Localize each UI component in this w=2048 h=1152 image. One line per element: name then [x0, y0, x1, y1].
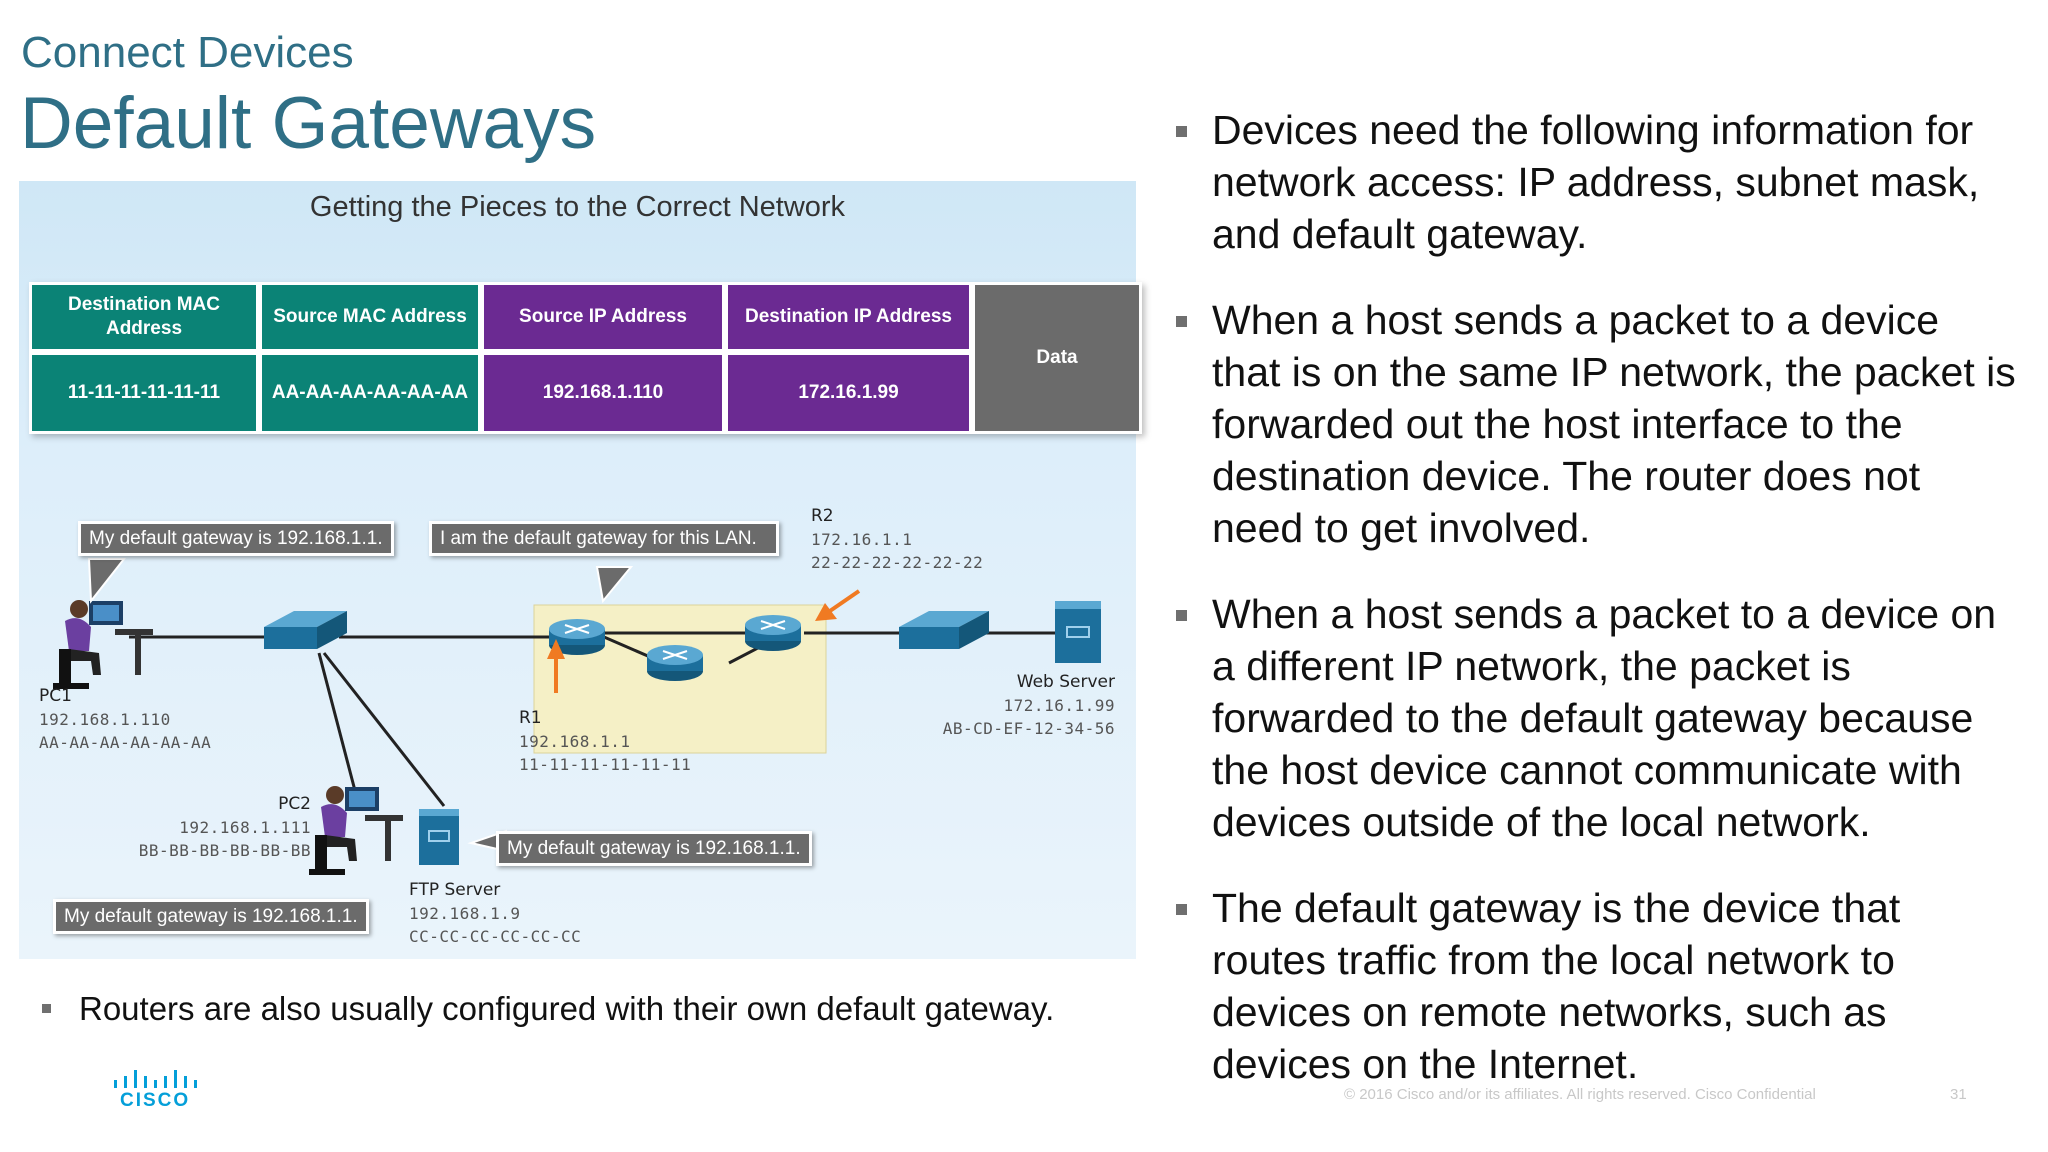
bullet-square-icon: [1176, 126, 1187, 137]
header-src-mac: Source MAC Address: [259, 282, 481, 352]
switch-icon: [264, 611, 347, 649]
value-src-ip: 192.168.1.110: [481, 352, 725, 434]
r1-ip: 192.168.1.1: [519, 732, 631, 751]
ftp-server-mac: CC-CC-CC-CC-CC-CC: [409, 927, 582, 946]
pc-user-icon: [309, 786, 403, 875]
cisco-wordmark: CISCO: [120, 1090, 191, 1111]
callout-pc2-gateway: My default gateway is 192.168.1.1.: [53, 899, 369, 934]
web-server-mac: AB-CD-EF-12-34-56: [942, 719, 1115, 738]
ftp-server-ip: 192.168.1.9: [409, 904, 521, 923]
bullet-text: The default gateway is the device that r…: [1212, 885, 1901, 1087]
callout-ftp-gateway: My default gateway is 192.168.1.1.: [496, 831, 812, 866]
r2-ip: 172.16.1.1: [811, 530, 913, 549]
pc1-ip: 192.168.1.110: [39, 710, 171, 729]
router-icon: [745, 615, 801, 651]
r1-name: R1: [519, 708, 542, 728]
cisco-logo: CISCO: [112, 1068, 202, 1111]
pc2-ip: 192.168.1.111: [179, 818, 311, 837]
pc2-mac: BB-BB-BB-BB-BB-BB: [138, 841, 311, 860]
page-number: 31: [1950, 1086, 1967, 1103]
web-server-ip: 172.16.1.99: [1003, 696, 1115, 715]
topology-drawing: [53, 558, 1101, 875]
callout-r1-gateway: I am the default gateway for this LAN.: [429, 521, 779, 556]
value-src-mac: AA-AA-AA-AA-AA-AA: [259, 352, 481, 434]
value-dest-mac: 11-11-11-11-11-11: [29, 352, 259, 434]
r1-label: R1 192.168.1.1 11-11-11-11-11-11: [519, 707, 691, 776]
bullet-square-icon: [1176, 316, 1187, 327]
frame-table: Destination MAC Address Source MAC Addre…: [29, 282, 1142, 434]
header-src-ip: Source IP Address: [481, 282, 725, 352]
figure-title: Getting the Pieces to the Correct Networ…: [309, 191, 846, 223]
callout-pc1-gateway: My default gateway is 192.168.1.1.: [78, 521, 394, 556]
bullet-item: When a host sends a packet to a device o…: [1176, 588, 2016, 848]
bullet-text: When a host sends a packet to a device t…: [1212, 297, 2016, 551]
pc-user-icon: [53, 600, 153, 689]
pc2-label: PC2 192.168.1.111 BB-BB-BB-BB-BB-BB: [99, 793, 311, 862]
r1-mac: 11-11-11-11-11-11: [519, 755, 692, 774]
page-title: Default Gateways: [20, 83, 597, 164]
r2-name: R2: [811, 506, 834, 526]
section-title: Connect Devices: [21, 28, 354, 77]
arrow-icon: [547, 589, 861, 693]
pc2-name: PC2: [278, 794, 311, 814]
bullet-square-icon: [42, 1003, 51, 1013]
ftp-server-label: FTP Server 192.168.1.9 CC-CC-CC-CC-CC-CC: [409, 879, 581, 948]
data-cell: Data: [972, 282, 1142, 434]
callout-tail: [87, 558, 127, 604]
r2-label: R2 172.16.1.1 22-22-22-22-22-22: [811, 505, 983, 574]
header-dest-ip: Destination IP Address: [725, 282, 972, 352]
pc1-mac: AA-AA-AA-AA-AA-AA: [39, 733, 212, 752]
r2-mac: 22-22-22-22-22-22: [811, 553, 984, 572]
bullet-item: When a host sends a packet to a device t…: [1176, 294, 2016, 554]
router-icon: [647, 645, 703, 681]
value-dest-ip: 172.16.1.99: [725, 352, 972, 434]
router-note: Routers are also usually configured with…: [42, 990, 1054, 1028]
network-diagram: Getting the Pieces to the Correct Networ…: [19, 181, 1142, 959]
bullet-item: The default gateway is the device that r…: [1176, 882, 2016, 1090]
header-dest-mac: Destination MAC Address: [29, 282, 259, 352]
pc1-label: PC1 192.168.1.110 AA-AA-AA-AA-AA-AA: [39, 685, 211, 754]
server-icon: [1055, 601, 1101, 663]
bullet-list: Devices need the following information f…: [1176, 104, 2016, 1124]
bullet-text: When a host sends a packet to a device o…: [1212, 591, 1997, 845]
cisco-bridge-icon: [114, 1070, 197, 1088]
copyright-footer: © 2016 Cisco and/or its affiliates. All …: [1344, 1086, 1816, 1103]
bullet-item: Devices need the following information f…: [1176, 104, 2016, 260]
ftp-server-name: FTP Server: [409, 880, 501, 900]
router-note-text: Routers are also usually configured with…: [79, 990, 1055, 1027]
pc1-name: PC1: [39, 686, 72, 706]
web-server-name: Web Server: [1016, 672, 1115, 692]
router-icon: [549, 619, 605, 655]
web-server-label: Web Server 172.16.1.99 AB-CD-EF-12-34-56: [869, 671, 1115, 740]
switch-icon: [899, 611, 989, 649]
callout-tail: [595, 566, 634, 604]
server-icon: [419, 809, 459, 865]
bullet-square-icon: [1176, 610, 1187, 621]
bullet-square-icon: [1176, 904, 1187, 915]
bullet-text: Devices need the following information f…: [1212, 107, 1980, 257]
